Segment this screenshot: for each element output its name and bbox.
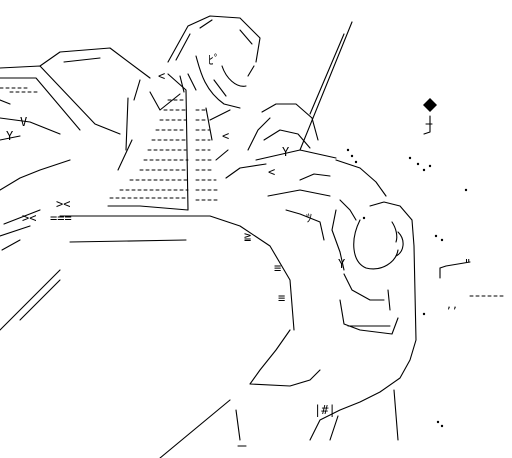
right-sleeve	[309, 245, 417, 441]
comma-glyph: ,,	[446, 300, 458, 311]
eyes-glyph: ﾋﾟ	[208, 53, 220, 67]
lt-glyph-1: <	[158, 69, 165, 83]
x-glyph-2: ><	[22, 211, 36, 225]
motion-lines	[299, 21, 353, 151]
tri-glyph-2: ≡	[278, 291, 285, 305]
lt-glyph-2: <	[222, 129, 229, 143]
y-glyph-2: Y	[282, 145, 290, 159]
head	[167, 15, 261, 109]
y-glyph-1: Y	[6, 129, 14, 143]
hash-glyph: |#|	[314, 403, 336, 417]
desk	[59, 215, 321, 458]
glyph-layer: ﾋﾟ < < < Y Y Y V >< >< === ≧ ≡ ≡ ﾂ |#| "…	[6, 53, 471, 417]
quote-glyph: "	[464, 257, 471, 271]
torso	[107, 73, 271, 211]
diamond-mark	[423, 98, 437, 135]
x-glyph-1: ><	[56, 197, 70, 211]
ge-glyph: ≧	[244, 229, 251, 243]
y-glyph-3: Y	[338, 257, 346, 271]
lt-glyph-3: <	[268, 165, 275, 179]
right-marks	[391, 221, 507, 297]
tsu-glyph: ﾂ	[306, 211, 312, 225]
equals-glyph: ===	[50, 211, 72, 225]
tri-glyph-1: ≡	[274, 261, 281, 275]
scatter-dots	[346, 148, 468, 428]
shading-dots	[109, 99, 221, 201]
left-sleeve	[0, 47, 151, 331]
v-glyph: V	[20, 115, 27, 129]
